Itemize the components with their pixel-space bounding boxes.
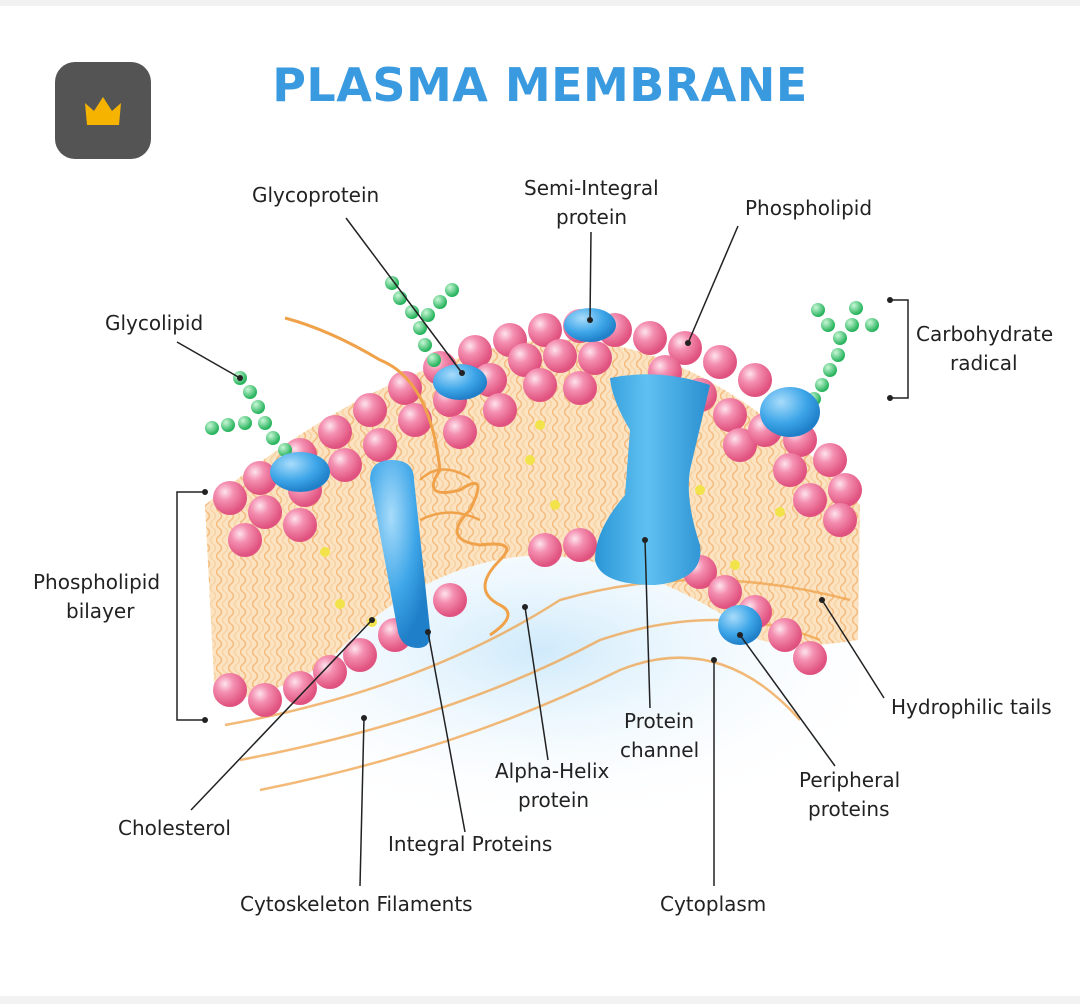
- label-hydrophilic-tails: Hydrophilic tails: [891, 695, 1052, 719]
- label-carbohydrate-line1: Carbohydrate: [916, 322, 1054, 346]
- page-title: PLASMA MEMBRANE: [272, 58, 808, 112]
- integral-protein: [370, 460, 431, 648]
- label-semi-integral-line1: Semi-Integral: [524, 176, 659, 200]
- label-bilayer-line2: bilayer: [66, 599, 135, 623]
- label-protein-channel-line1: Protein: [624, 709, 695, 733]
- label-alpha-helix-line2: protein: [518, 788, 590, 812]
- label-peripheral-line2: proteins: [808, 797, 890, 821]
- label-peripheral-line1: Peripheral: [799, 768, 901, 792]
- label-integral-proteins: Integral Proteins: [388, 832, 553, 856]
- bilayer-bracket: [176, 491, 205, 721]
- glycoprotein-protein: [433, 364, 487, 400]
- label-phospholipid: Phospholipid: [745, 196, 873, 220]
- label-cytoplasm: Cytoplasm: [660, 892, 767, 916]
- leader-dots: [237, 317, 825, 721]
- glycolipid-chain: [205, 371, 292, 457]
- label-bilayer-line1: Phospholipid: [33, 570, 161, 594]
- carbohydrate-chain: [807, 301, 879, 406]
- status-bar: [0, 0, 1080, 6]
- label-alpha-helix-line1: Alpha-Helix: [495, 759, 610, 783]
- navigation-bar: [0, 996, 1080, 1004]
- label-semi-integral-line2: protein: [556, 205, 628, 229]
- glycolipid-protein: [270, 452, 330, 492]
- semi-integral-protein: [564, 308, 616, 342]
- label-carbohydrate-line2: radical: [950, 351, 1018, 375]
- crown-icon: [85, 96, 121, 125]
- carbohydrate-bracket: [890, 299, 909, 399]
- label-cholesterol: Cholesterol: [118, 816, 231, 840]
- label-glycoprotein: Glycoprotein: [252, 183, 380, 207]
- app-badge-button[interactable]: [55, 62, 151, 159]
- leader-lines: [176, 217, 885, 887]
- protein-channel: [595, 374, 710, 585]
- peripheral-protein: [718, 605, 762, 645]
- cholesterol-molecules: [320, 420, 785, 627]
- alpha-helix-protein: [284, 316, 510, 637]
- label-cytoskeleton-filaments: Cytoskeleton Filaments: [240, 892, 473, 916]
- right-surface-protein: [760, 387, 820, 437]
- label-protein-channel-line2: channel: [620, 738, 700, 762]
- label-glycolipid: Glycolipid: [105, 311, 204, 335]
- bottom-leaflet-heads: [213, 528, 827, 717]
